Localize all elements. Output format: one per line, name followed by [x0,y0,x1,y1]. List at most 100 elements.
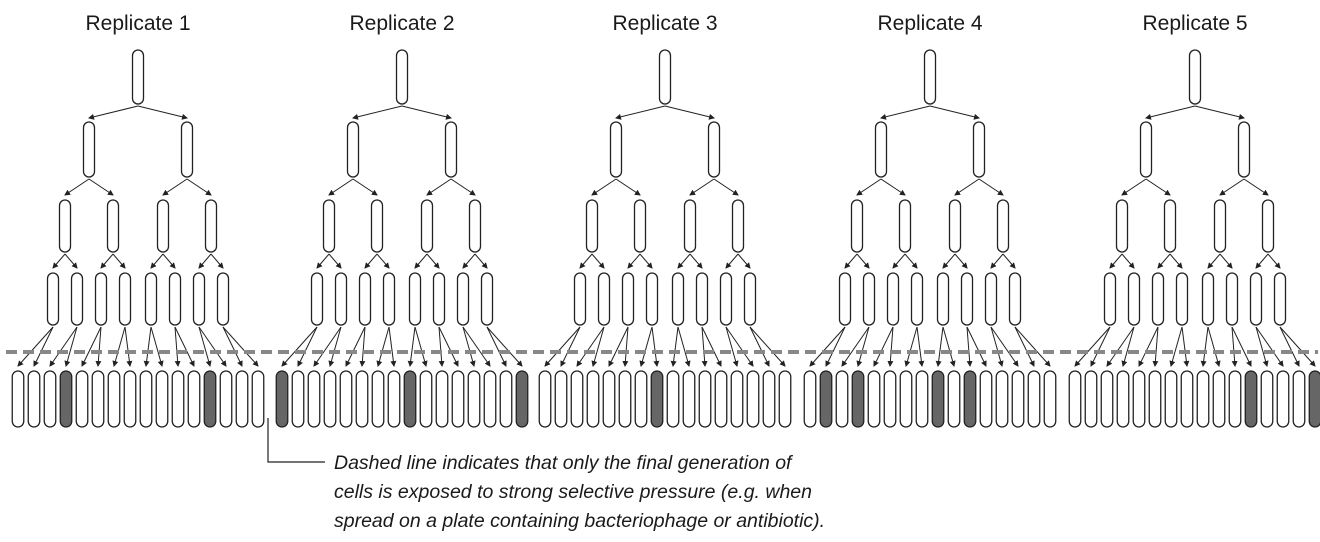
division-arrow [210,253,224,269]
final-cell [883,370,897,428]
division-arrow [689,253,703,269]
final-cell [995,370,1009,428]
division-arrow [1231,326,1252,367]
final-cell [803,370,817,428]
division-arrow [627,253,641,269]
division-arrow [591,326,605,367]
gen1-cell [82,121,96,178]
final-cell [1148,370,1162,428]
division-arrow [591,253,605,269]
division-arrow [414,253,428,269]
gen3-cell [671,272,685,326]
division-arrow [856,178,882,196]
division-arrow [1207,326,1221,367]
gen3-cell [144,272,158,326]
division-arrow [1219,178,1245,196]
gen3-cell [743,272,757,326]
gen3-cell [70,272,84,326]
division-arrow [856,253,870,269]
final-cell [602,370,616,428]
division-arrow [33,326,54,367]
gen2-cell [996,199,1010,253]
gen3-cell [719,272,733,326]
gen3-cell [168,272,182,326]
gen3-cell [192,272,206,326]
division-arrow [124,326,133,367]
division-arrow [990,326,1004,367]
final-cell [1164,370,1178,428]
final-cell [107,370,121,428]
final-cell [586,370,600,428]
ancestor-cell [395,49,409,105]
final-cell [1260,370,1274,428]
final-cell [570,370,584,428]
division-arrow [1121,253,1135,269]
caption-leader-line [267,418,325,463]
division-arrow [701,326,708,367]
final-cell [1196,370,1210,428]
division-arrow [916,326,925,367]
division-arrow [990,253,1004,269]
division-arrow [112,253,126,269]
final-cell [235,370,249,428]
gen3-cell [432,272,446,326]
division-arrow [737,253,751,269]
division-arrow [544,326,581,367]
final-cell [307,370,321,428]
gen3-cell [695,272,709,326]
division-arrow [388,326,397,367]
caption-line-3: spread on a plate containing bacteriopha… [334,510,825,532]
final-cell [714,370,728,428]
gen3-cell [216,272,230,326]
division-arrow [1243,178,1269,196]
division-arrow [1255,326,1284,367]
replicate-title: Replicate 4 [877,12,982,35]
final-cell [915,370,929,428]
division-arrow [749,326,786,367]
division-arrow [1194,105,1245,120]
division-arrow [664,105,715,120]
division-arrow [352,105,403,120]
division-arrow [954,253,968,269]
division-arrow [966,326,987,367]
gen2-cell [1261,199,1275,253]
final-cell [11,370,25,428]
final-cell [323,370,337,428]
gen1-cell [346,121,360,178]
division-arrow [615,178,641,196]
gen3-cell [1175,272,1189,326]
gen2-cell [948,199,962,253]
final-cell [1212,370,1226,428]
division-arrow [359,326,366,367]
gen2-cell [156,199,170,253]
final-cell [91,370,105,428]
ancestor-cell [131,49,145,105]
gen1-cell [1139,121,1153,178]
mutant-cell [403,370,417,428]
final-cell [554,370,568,428]
gen3-cell [1225,272,1239,326]
gen3-cell [862,272,876,326]
final-cell [778,370,792,428]
final-cell [451,370,465,428]
division-arrow [576,326,605,367]
division-arrow [1014,326,1035,367]
division-arrow [887,326,894,367]
division-arrow [52,253,66,269]
division-arrow [713,178,739,196]
division-arrow [198,253,212,269]
gen3-cell [118,272,132,326]
division-arrow [1255,253,1269,269]
final-cell [139,370,153,428]
final-cell [499,370,513,428]
replicate-title: Replicate 2 [349,12,454,35]
ancestor-cell [923,49,937,105]
division-arrow [88,178,114,196]
gen1-cell [444,121,458,178]
division-arrow [651,326,660,367]
final-cell [435,370,449,428]
final-cell [123,370,137,428]
division-arrow [1169,326,1183,367]
division-arrow [328,326,342,367]
final-cell [27,370,41,428]
